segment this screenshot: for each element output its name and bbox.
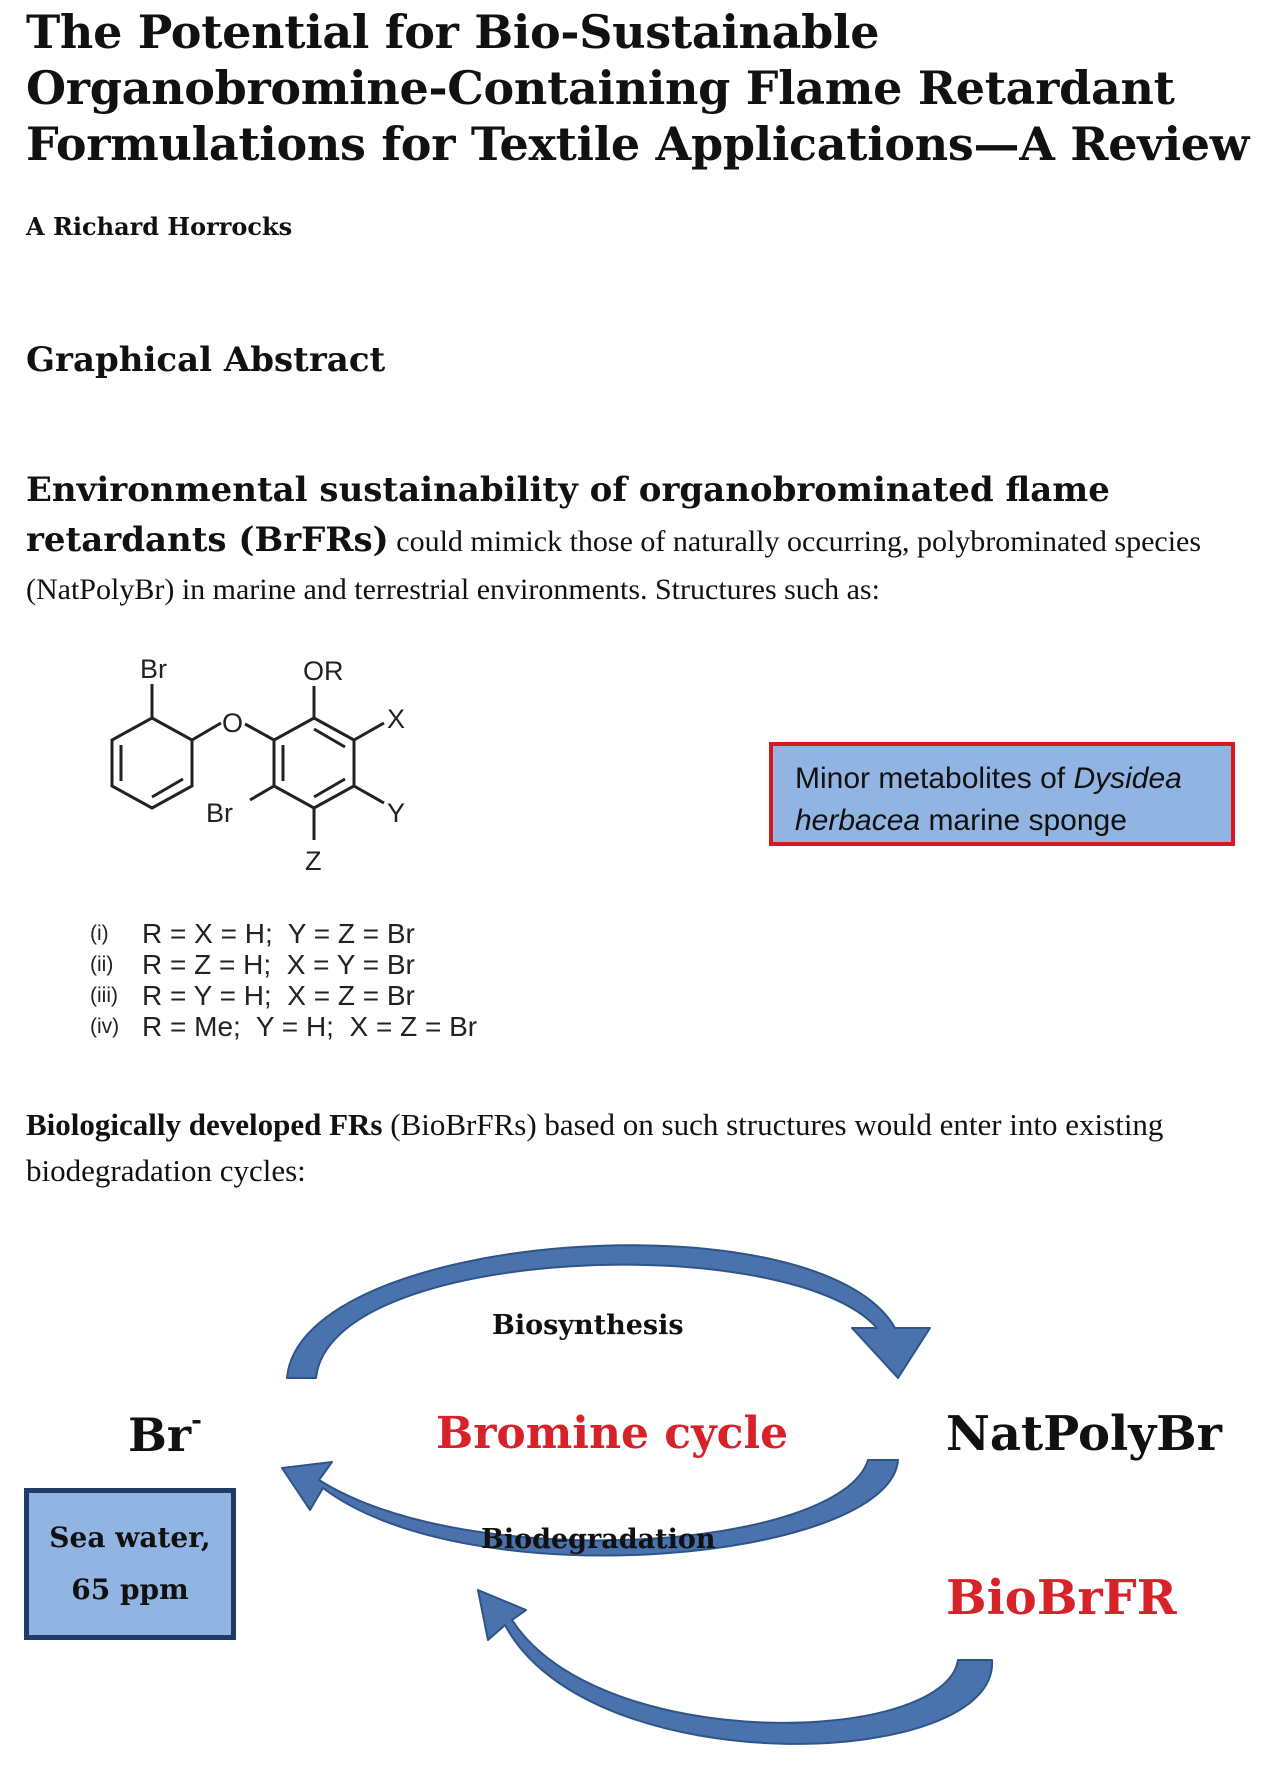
bromine-cycle-label: Bromine cycle — [436, 1408, 789, 1459]
r-group-row: (iii) R = Y = H; X = Z = Br — [90, 980, 477, 1011]
r-group-row: (iv) R = Me; Y = H; X = Z = Br — [90, 1011, 477, 1042]
biobrfr-return-arrow — [477, 1589, 994, 1745]
biodegradation-label: Biodegradation — [481, 1524, 716, 1555]
metabolite-callout-box: Minor metabolites of Dysidea herbacea mar… — [769, 742, 1235, 846]
seawater-box: Sea water, 65 ppm — [24, 1488, 236, 1640]
bromide-charge: - — [191, 1406, 202, 1436]
metabolite-text-end: marine sponge — [920, 804, 1127, 837]
author-name: A Richard Horrocks — [26, 212, 293, 241]
r-group-number: (ii) — [90, 953, 114, 976]
biodegradation-paragraph: Biologically developed FRs (BioBrFRs) ba… — [26, 1102, 1266, 1194]
chemical-structure: Br OR O X Y Br Z — [110, 654, 405, 876]
br-top-label: Br — [140, 654, 167, 684]
genus-name: Dysidea — [1073, 762, 1182, 795]
biobrfr-label: BioBrFR — [946, 1570, 1177, 1626]
bromide-symbol: Br — [128, 1408, 192, 1462]
r-group-row: (ii) R = Z = H; X = Y = Br — [90, 949, 477, 980]
structure-bonds — [110, 684, 385, 840]
r-group-row: (i) R = X = H; Y = Z = Br — [90, 918, 477, 949]
z-label: Z — [305, 846, 322, 876]
natpolybr-label: NatPolyBr — [946, 1406, 1222, 1462]
paper-title: The Potential for Bio-Sustainable Organo… — [26, 5, 1250, 171]
metabolite-text: Minor metabolites of — [795, 762, 1074, 795]
o-label: O — [222, 708, 243, 738]
r-group-number: (iv) — [90, 1015, 120, 1038]
r-group-text: R = Y = H; X = Z = Br — [142, 980, 415, 1011]
r-group-text: R = X = H; Y = Z = Br — [142, 918, 415, 949]
y-label: Y — [387, 798, 405, 828]
r-group-text: R = Z = H; X = Y = Br — [142, 949, 415, 980]
r-group-text: R = Me; Y = H; X = Z = Br — [142, 1011, 478, 1042]
seawater-line1: Sea water, — [49, 1521, 211, 1554]
paragraph-lead-bold: Environmental sustainability of organobr… — [26, 470, 1110, 560]
biosynthesis-label: Biosynthesis — [492, 1310, 684, 1341]
r-group-list: (i) R = X = H; Y = Z = Br (ii) R = Z = H; … — [90, 918, 477, 1042]
r-group-number: (iii) — [90, 984, 118, 1007]
bromine-cycle-diagram — [281, 1244, 994, 1745]
species-name: herbacea — [795, 804, 921, 837]
br-bottom-label: Br — [206, 798, 233, 828]
x-label: X — [387, 704, 405, 734]
paragraph-body: (BioBrFRs) based on such structures woul… — [26, 1107, 1164, 1188]
bromide-label: Br- — [128, 1406, 202, 1462]
paragraph-body: could mimick those of naturally occurrin… — [26, 525, 1202, 606]
r-group-number: (i) — [90, 922, 109, 945]
paragraph-lead-bold: Biologically developed FRs — [26, 1107, 383, 1142]
seawater-line2: 65 ppm — [71, 1573, 189, 1606]
biosynthesis-arrow — [286, 1244, 931, 1379]
sustainability-paragraph: Environmental sustainability of organobr… — [26, 466, 1266, 614]
section-heading: Graphical Abstract — [26, 340, 386, 380]
biodegradation-arrow — [281, 1459, 899, 1557]
or-label: OR — [303, 656, 344, 686]
